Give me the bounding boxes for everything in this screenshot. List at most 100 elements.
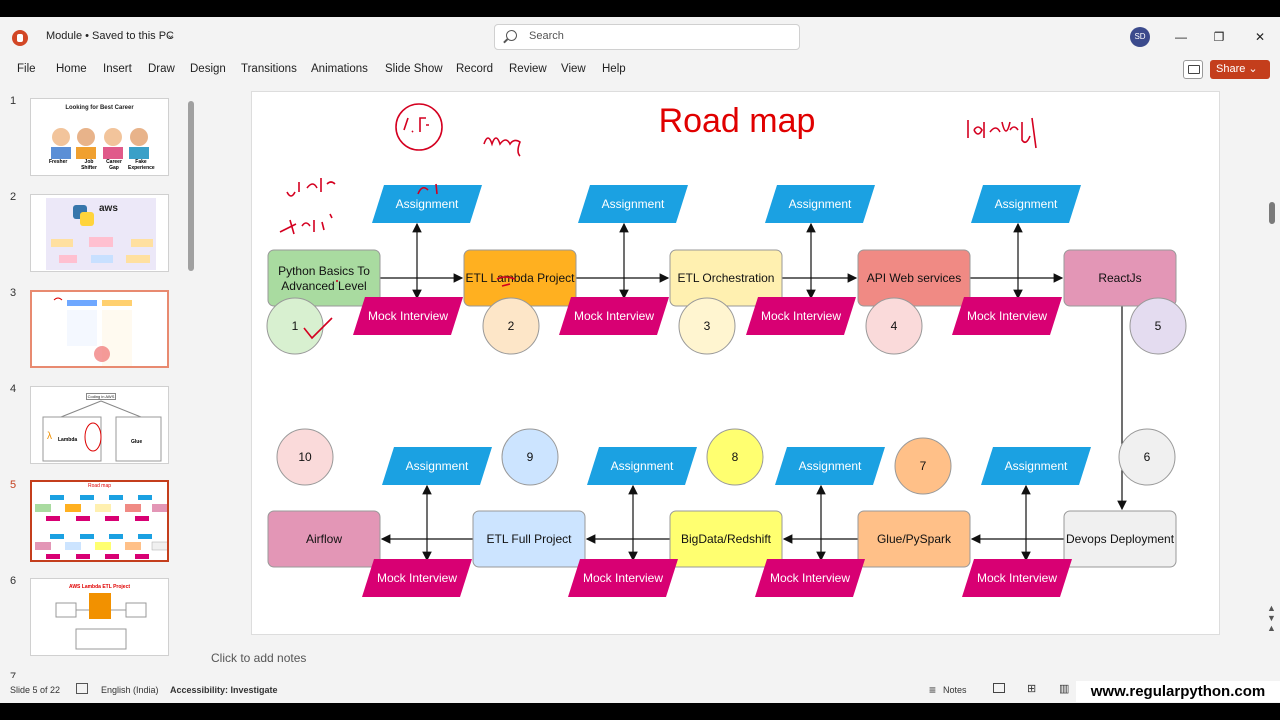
slide-title[interactable]: Road map — [659, 102, 816, 140]
restore-button[interactable]: ❐ — [1213, 30, 1225, 44]
reading-view-icon[interactable]: ▥ — [1059, 683, 1070, 695]
document-title[interactable]: Module • Saved to this PC — [46, 30, 174, 42]
mock-interview-box[interactable] — [755, 559, 865, 597]
search-icon — [506, 30, 517, 41]
language-status[interactable]: English (India) — [101, 685, 159, 695]
tab-insert[interactable]: Insert — [103, 63, 132, 75]
thumb-illustration — [53, 297, 132, 366]
slide-scrollbar[interactable] — [1269, 202, 1275, 224]
mock-interview-box[interactable] — [952, 297, 1062, 335]
assignment-box[interactable] — [382, 447, 492, 485]
comments-button[interactable] — [1183, 60, 1203, 79]
assignment-box[interactable] — [775, 447, 885, 485]
thumb-title: aws — [99, 203, 118, 214]
assignment-box[interactable] — [578, 185, 688, 223]
mock-interview-box-label: Mock Interview — [977, 571, 1057, 585]
tab-home[interactable]: Home — [56, 63, 87, 75]
thumb-number: 6 — [10, 575, 17, 587]
tab-draw[interactable]: Draw — [148, 63, 175, 75]
accessibility-status[interactable]: Accessibility: Investigate — [170, 685, 278, 695]
thumb-title: AWS Lambda ETL Project — [68, 584, 131, 590]
notes-toggle[interactable]: Notes — [943, 685, 967, 695]
step-number: 8 — [732, 450, 739, 464]
share-button[interactable]: Share ⌄ — [1210, 60, 1270, 79]
tab-help[interactable]: Help — [602, 63, 626, 75]
thumbnail-scrollbar[interactable] — [188, 101, 194, 271]
mock-interview-box[interactable] — [362, 559, 472, 597]
roadmap-step-label: Airflow — [306, 532, 342, 546]
chevron-down-icon[interactable]: ⌄ — [166, 29, 176, 41]
normal-view-icon[interactable] — [993, 683, 1005, 693]
mock-interview-box[interactable] — [568, 559, 678, 597]
tab-record[interactable]: Record — [456, 63, 494, 75]
step-number: 1 — [292, 319, 299, 333]
share-label: Share — [1216, 63, 1246, 75]
svg-text:λ: λ — [47, 431, 52, 442]
roadmap-step-box[interactable] — [472, 510, 586, 568]
roadmap-step-label: ReactJs — [1098, 271, 1141, 285]
tab-transitions[interactable]: Transitions — [241, 63, 297, 75]
assignment-box[interactable] — [372, 185, 482, 223]
close-button[interactable]: ✕ — [1254, 30, 1266, 44]
roadmap-step-box[interactable] — [267, 249, 381, 307]
roadmap-step-box[interactable] — [857, 510, 971, 568]
search-box[interactable] — [494, 24, 800, 50]
mock-interview-box[interactable] — [962, 559, 1072, 597]
assignment-box-label: Assignment — [396, 197, 459, 211]
tab-design[interactable]: Design — [190, 63, 226, 75]
avatar[interactable]: SD — [1130, 27, 1150, 47]
roadmap-step-box[interactable] — [669, 510, 783, 568]
notes-icon[interactable]: ≡ — [929, 683, 937, 697]
assignment-box-label: Assignment — [799, 459, 862, 473]
mock-interview-box[interactable] — [353, 297, 463, 335]
step-number: 3 — [704, 319, 711, 333]
roadmap-step-box[interactable] — [267, 510, 381, 568]
mock-interview-box-label: Mock Interview — [377, 571, 457, 585]
mock-interview-box[interactable] — [559, 297, 669, 335]
scroll-arrows-icon[interactable]: ▲▼▲ — [1267, 603, 1276, 633]
roadmap-step-box[interactable] — [1063, 510, 1177, 568]
thumb-number: 3 — [10, 287, 17, 299]
assignment-box[interactable] — [765, 185, 875, 223]
minimize-button[interactable]: — — [1175, 30, 1187, 44]
roadmap-step-label: BigData/Redshift — [681, 532, 772, 546]
assignment-box-label: Assignment — [611, 459, 674, 473]
notes-placeholder[interactable]: Click to add notes — [211, 651, 307, 665]
tab-animations[interactable]: Animations — [311, 63, 368, 75]
step-number: 10 — [298, 450, 312, 464]
step-number: 5 — [1155, 319, 1162, 333]
roadmap-step-box[interactable] — [1063, 249, 1177, 307]
spellcheck-icon[interactable] — [76, 683, 88, 694]
search-input[interactable] — [529, 30, 779, 42]
assignment-box-label: Assignment — [406, 459, 469, 473]
assignment-box[interactable] — [981, 447, 1091, 485]
thumb-label: Fake Experience — [128, 159, 155, 171]
tab-review[interactable]: Review — [509, 63, 547, 75]
thumb-title: Road map — [87, 483, 112, 489]
step-number: 2 — [508, 319, 515, 333]
tab-view[interactable]: View — [561, 63, 586, 75]
thumbnail-slide-1[interactable]: Looking for Best Career Fresher Job Shif… — [30, 98, 169, 176]
thumbnail-slide-6[interactable]: AWS Lambda ETL Project — [30, 578, 169, 656]
assignment-box[interactable] — [587, 447, 697, 485]
mock-interview-box[interactable] — [746, 297, 856, 335]
thumbnail-slide-2[interactable]: aws — [30, 194, 169, 272]
mock-interview-box-label: Mock Interview — [368, 309, 448, 323]
handwritten-annotations — [279, 103, 1037, 340]
slide-sorter-icon[interactable]: ⊞ — [1027, 683, 1037, 695]
step-number-circle — [1129, 297, 1187, 355]
thumbnail-slide-3[interactable] — [30, 290, 169, 368]
thumbnail-slide-5[interactable]: Road map — [30, 480, 169, 562]
assignment-box[interactable] — [971, 185, 1081, 223]
thumb-label: Job Shifter — [81, 159, 97, 171]
step-number-circle — [1118, 428, 1176, 486]
tab-slide-show[interactable]: Slide Show — [385, 63, 443, 75]
step-number-circle — [276, 428, 334, 486]
tab-file[interactable]: File — [17, 63, 36, 75]
thumb-label: Fresher — [49, 159, 68, 165]
thumbnail-slide-4[interactable]: Coding in AWS λ Lambda Glue — [30, 386, 169, 464]
mock-interview-box-label: Mock Interview — [770, 571, 850, 585]
